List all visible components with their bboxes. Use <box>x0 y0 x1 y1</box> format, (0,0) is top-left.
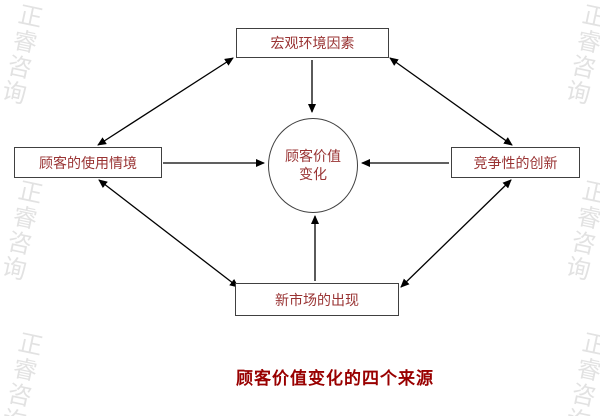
node-label: 顾客的使用情境 <box>39 154 137 171</box>
arrow-bottom-left-diagonal <box>98 179 239 288</box>
diagram-title: 顾客价值变化的四个来源 <box>236 369 434 388</box>
arrow-top-left-diagonal <box>97 57 234 146</box>
node-customer-value-change: 顾客价值 变化 <box>268 118 358 213</box>
arrow-top-right-diagonal <box>389 57 513 146</box>
node-label-line1: 顾客价值 <box>285 148 341 164</box>
node-new-market-emergence: 新市场的出现 <box>235 283 399 316</box>
node-label-line2: 变化 <box>299 165 327 182</box>
node-competitive-innovation: 竞争性的创新 <box>451 147 580 178</box>
node-customer-usage-context: 顾客的使用情境 <box>14 147 162 178</box>
arrow-bottom-right-diagonal <box>400 179 512 288</box>
node-label: 宏观环境因素 <box>270 35 355 51</box>
node-label: 新市场的出现 <box>275 291 359 308</box>
node-macro-environment-factors: 宏观环境因素 <box>236 28 389 58</box>
node-label: 竞争性的创新 <box>473 154 558 171</box>
